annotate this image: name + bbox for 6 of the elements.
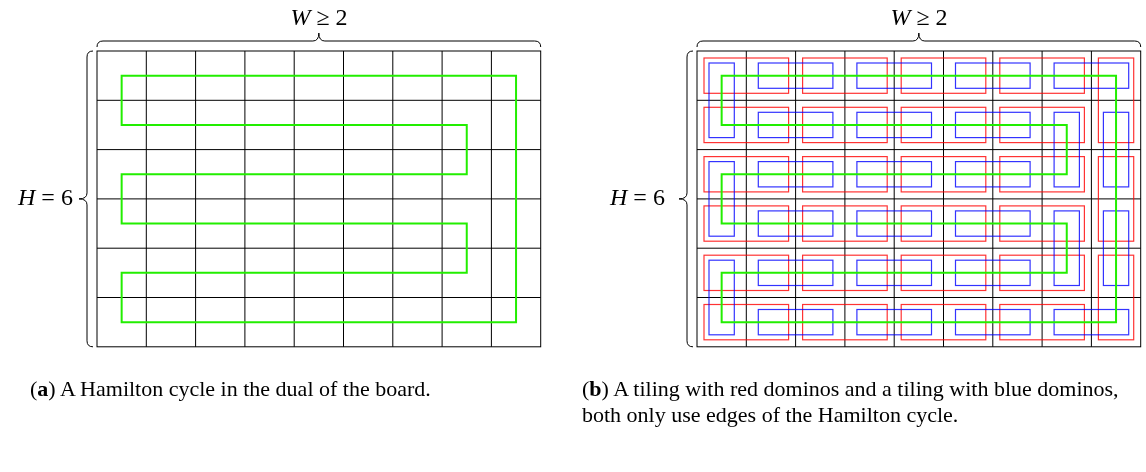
dimension-label: H = 6 xyxy=(610,184,665,211)
dimension-label: W ≥ 2 xyxy=(290,4,348,31)
dimension-label: W ≥ 2 xyxy=(890,4,948,31)
figure-caption: (b) A tiling with red dominos and a tiling with blue dominos, both only use edges of the Hamilton cycle. xyxy=(582,376,1120,428)
dimension-label: H = 6 xyxy=(18,184,73,211)
figure-caption: (a) A Hamilton cycle in the dual of the board. xyxy=(30,376,432,402)
